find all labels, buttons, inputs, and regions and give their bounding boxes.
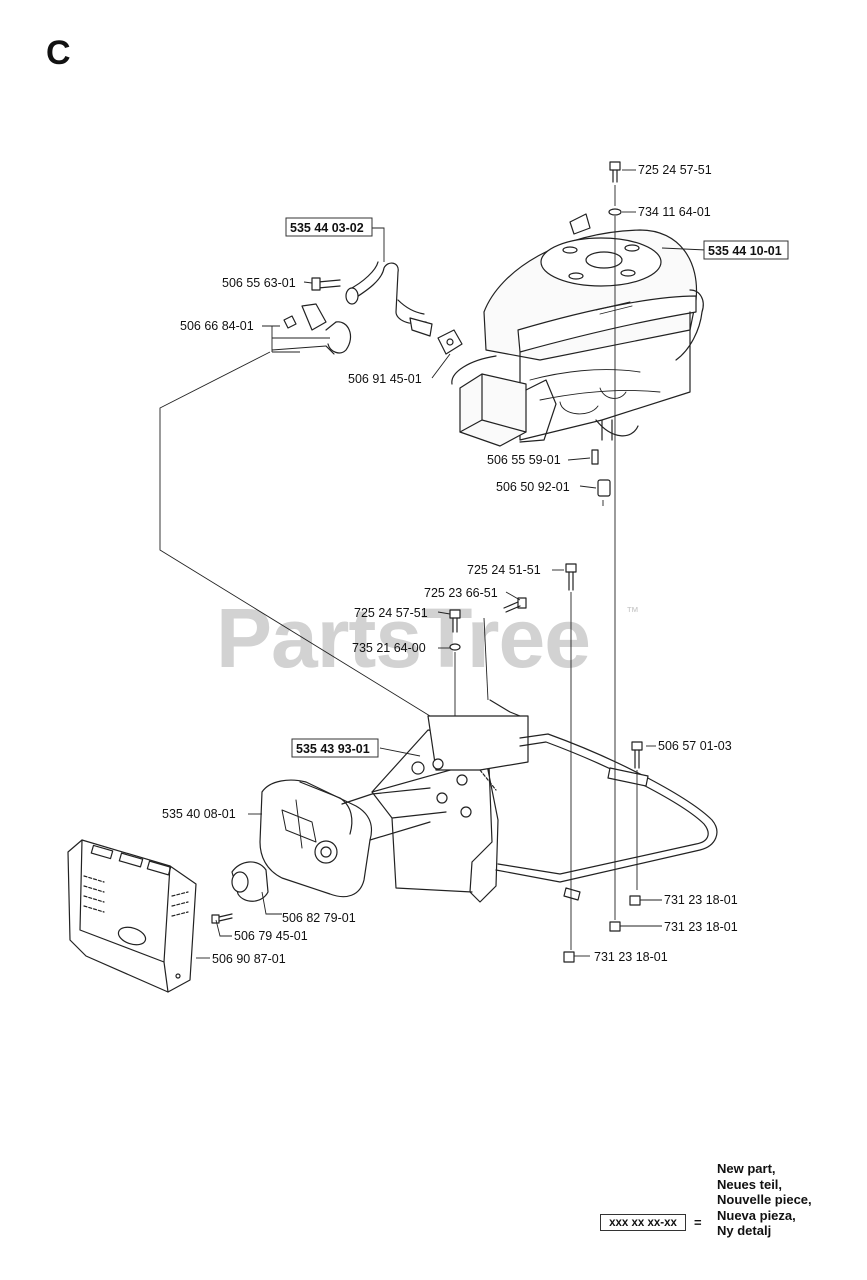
part-label-p14[interactable]: 535 43 93-01 [296,742,370,756]
legend-line: New part, [717,1161,776,1176]
part-label-p7[interactable]: 506 91 45-01 [348,372,422,386]
part-label-p11[interactable]: 725 23 66-51 [424,586,498,600]
part-label-p15[interactable]: 506 57 01-03 [658,739,732,753]
part-label-p6[interactable]: 506 66 84-01 [180,319,254,333]
part-label-p20[interactable]: 506 79 45-01 [234,929,308,943]
spacer-drawing [591,449,599,465]
tube-frame-drawing[interactable] [495,733,718,901]
part-label-p10[interactable]: 725 24 51-51 [467,563,541,577]
part-label-p12[interactable]: 725 24 57-51 [354,606,428,620]
legend-equals: = [694,1215,702,1230]
legend-line: Nouvelle piece, [717,1192,812,1207]
part-label-p17[interactable]: 731 23 18-01 [664,893,738,907]
leader-lines [159,169,707,959]
exhaust-gasket-drawing [437,329,463,355]
legend-new-part-text: New part, Neues teil, Nouvelle piece, Nu… [717,1161,812,1239]
exhaust-clamp-drawing[interactable] [283,303,351,355]
muffler-drawing[interactable] [259,779,431,898]
engine-drawing[interactable] [451,213,704,447]
bushing-drawing [597,479,611,497]
new-part-box-p14 [291,738,379,758]
part-label-p8[interactable]: 506 55 59-01 [487,453,561,467]
part-label-p2[interactable]: 734 11 64-01 [638,205,711,219]
part-label-p18[interactable]: 731 23 18-01 [664,920,738,934]
section-letter: C [46,34,71,72]
top-bolt-drawing[interactable] [608,161,622,216]
part-label-p9[interactable]: 506 50 92-01 [496,480,570,494]
legend-line: Nueva pieza, [717,1207,796,1223]
part-labels: 725 24 57-51 734 11 64-01 535 44 10-01 5… [162,163,789,966]
mounting-bracket-drawing[interactable] [371,699,529,903]
legend-sample-box: xxx xx xx-xx [600,1214,686,1231]
bolt-drawing[interactable] [311,277,341,291]
part-label-p22[interactable]: 506 90 87-01 [212,952,286,966]
new-part-box-p4 [285,217,373,237]
deflector-drawing[interactable] [231,861,269,902]
part-label-p1[interactable]: 725 24 57-51 [638,163,712,177]
exhaust-pipe-drawing[interactable] [345,261,433,337]
heat-shield-drawing[interactable] [67,839,197,993]
frame-fasteners-drawing[interactable] [449,563,643,963]
legend-line: Neues teil, [717,1176,783,1192]
part-label-p5[interactable]: 506 55 63-01 [222,276,296,290]
new-part-box-p3 [703,240,789,260]
part-label-p16[interactable]: 535 40 08-01 [162,807,236,821]
legend-line: Ny detalj [717,1223,772,1238]
watermark-trademark: ™ [626,604,639,619]
part-label-p19[interactable]: 506 82 79-01 [282,911,356,925]
watermark: PartsTree [216,591,591,685]
part-label-p21[interactable]: 731 23 18-01 [594,950,668,964]
part-label-p13[interactable]: 735 21 64-00 [352,641,426,655]
part-label-p4[interactable]: 535 44 03-02 [290,221,364,235]
part-label-p3[interactable]: 535 44 10-01 [708,244,782,258]
screw-drawing[interactable] [211,913,233,924]
